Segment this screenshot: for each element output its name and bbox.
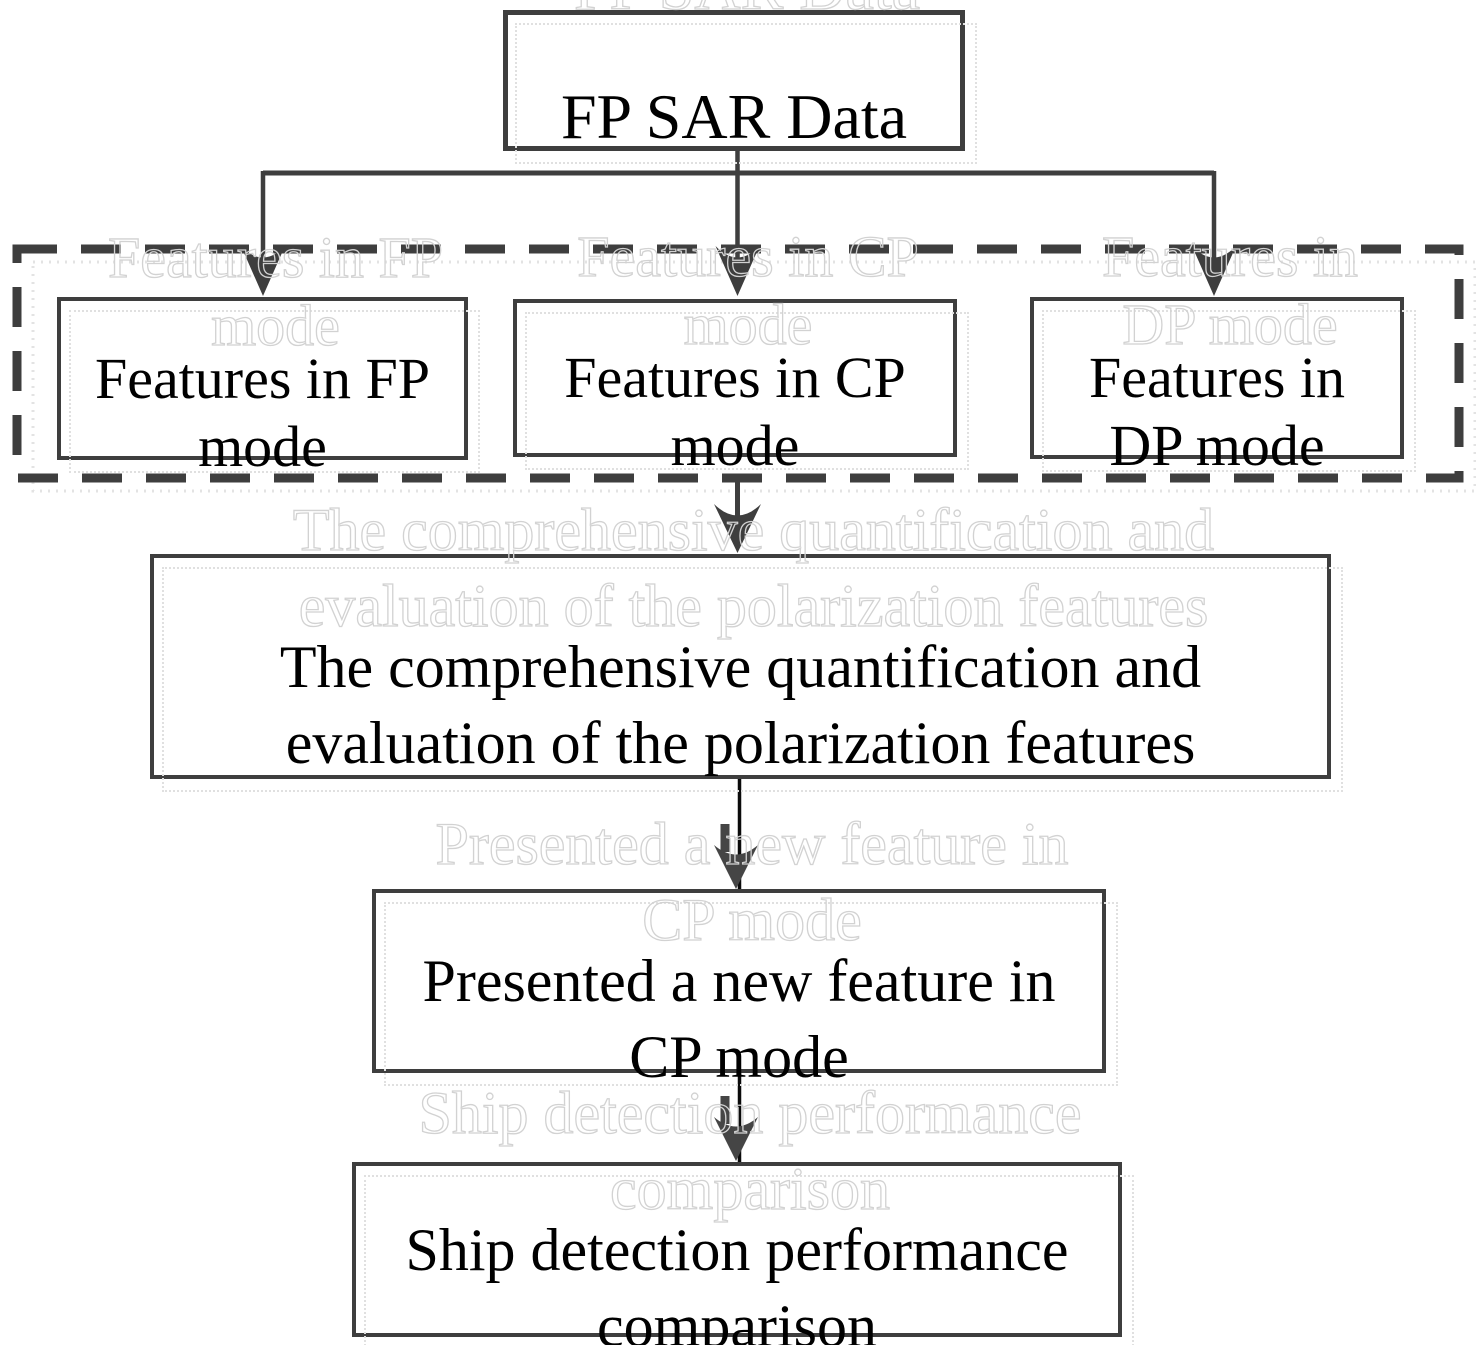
ghost-text: The comprehensive quantification and eva…: [292, 496, 1215, 639]
arrow-stub-to-new-feature: [720, 824, 730, 852]
box-label: FP SAR Data FP SAR Data: [508, 0, 960, 225]
box-features-cp: Features in CP mode Features in CP mode: [513, 223, 969, 478]
label-text: FP SAR Data: [560, 80, 908, 152]
label-text: Ship detection performance comparison: [405, 1216, 1069, 1345]
ghost-text: Features in FP mode: [107, 224, 444, 358]
label-text: Features in CP mode: [564, 345, 906, 478]
arrowhead-cp: [715, 246, 760, 296]
arrow-stub-to-comparison: [720, 1096, 730, 1124]
arrowhead-dp: [1192, 246, 1236, 296]
box-features-dp: Features in DP mode Features in DP mode: [1030, 223, 1416, 478]
box-features-fp: Features in FP mode Features in FP mode: [57, 224, 480, 479]
arrowhead-to-evaluation: [714, 504, 761, 553]
arrowhead-fp: [241, 246, 285, 296]
box-fp-sar-data: FP SAR Data FP SAR Data: [503, 0, 977, 164]
box-ship-detection-comparison: Ship detection performance comparison Sh…: [352, 1079, 1134, 1345]
arrowhead-to-new-feature: [714, 845, 758, 889]
box-quantification-evaluation: The comprehensive quantification and eva…: [150, 496, 1343, 792]
ghost-text: Features in CP mode: [577, 223, 920, 357]
box-new-feature-cp: Presented a new feature in CP mode Prese…: [372, 810, 1118, 1090]
label-text: Features in FP mode: [94, 345, 431, 479]
label-text: Presented a new feature in CP mode: [422, 948, 1056, 1090]
arrowhead-to-comparison: [714, 1117, 758, 1161]
label-text: Features in DP mode: [1088, 345, 1346, 478]
ghost-text: Features in DP mode: [1101, 223, 1359, 357]
ghost-text: FP SAR Data: [521, 0, 973, 24]
ghost-text: Presented a new feature in CP mode: [435, 810, 1069, 953]
dashed-group-ghost: [31, 260, 1476, 493]
box-label: Ship detection performance comparison Sh…: [356, 1060, 1118, 1345]
ghost-text: Ship detection performance comparison: [418, 1079, 1082, 1222]
label-text: The comprehensive quantification and eva…: [279, 633, 1202, 776]
